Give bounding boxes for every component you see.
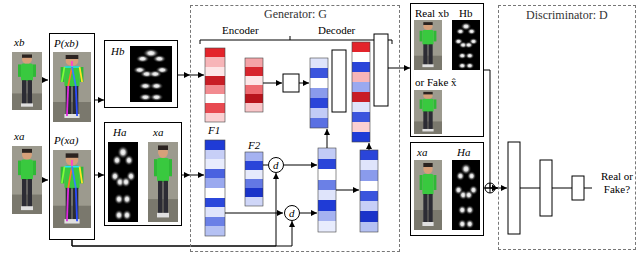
feature-stack [310,58,328,128]
heatmap [108,142,138,222]
connector-arrow [484,188,498,189]
node-text: Hb [459,7,472,20]
feature-stack [360,150,378,232]
heatmap [452,160,480,230]
connector-arrow [72,173,276,246]
label-text: xb [14,36,24,49]
node-text: Hb [111,45,124,58]
target-box: Real xb Hb or Fake x̂ [410,3,484,137]
node-text: d [273,159,279,172]
node-text: P(xa) [54,134,78,147]
heatmap [452,20,480,70]
disc-layer [540,160,552,216]
feature-stack [318,148,336,232]
flow-arrow [498,188,507,189]
input-arrow [42,80,48,81]
flow-line [552,188,572,189]
label-text: Real or Fake? [595,170,639,196]
decoder-layer [374,34,388,106]
heatmap [130,46,172,102]
feature-stack [245,58,263,112]
pose-photo [53,52,91,122]
deform-circle: d [268,157,284,173]
feature-stack [205,140,225,236]
node-text: d [289,207,295,220]
label-text: Encoder [222,24,259,37]
node-text: P(xb) [54,37,78,50]
label-text: Decoder [318,24,355,37]
flow-arrow [284,165,317,166]
node-text: Ha [457,146,470,159]
flow-arrow [299,83,309,84]
flow-arrow [300,213,317,214]
node-text: or Fake x̂ [415,76,457,89]
connector-arrow [95,100,104,101]
discriminator-panel: Discriminator: D [498,5,636,250]
node-text: xa [417,146,427,159]
feature-stack [205,48,225,122]
label-text: xa [14,130,24,143]
pose-skeleton [62,160,82,221]
flow-arrow [225,213,283,214]
person-photo [414,90,442,134]
node-text: Ha [113,126,126,139]
flow-line [584,188,592,189]
panel-title: Discriminator: D [526,9,608,22]
connector-arrow [72,221,292,246]
person-photo [12,52,42,110]
connector-arrow [182,175,190,176]
flow-line [388,68,400,69]
feature-stack [245,152,263,206]
disc-layer [508,142,520,234]
disc-layer [572,176,584,200]
person-photo [148,142,178,222]
flow-arrow [336,190,359,191]
person-photo [414,20,442,70]
flow-arrow [190,75,204,76]
generator-panel: Generator: G d d [190,5,400,252]
flow-arrow [327,129,328,148]
person-photo [414,160,442,230]
bottleneck-box [283,74,299,92]
feature-stack [352,42,370,142]
connector-arrow [178,75,190,76]
panel-title: Generator: G [264,8,327,21]
node-text: xa [153,126,163,139]
decoder-layer [332,50,346,112]
connector-arrow [95,175,104,176]
connector-arrow [484,70,498,188]
condition-box: xa Ha [410,142,484,236]
input-arrow [42,180,48,181]
flow-arrow [263,83,282,84]
person-photo [12,146,42,214]
flow-line [520,188,540,189]
label-text: F2 [248,139,260,152]
node-text: Real xb [415,7,449,20]
connector-arrow [400,68,410,69]
pose-panel: P(xb) P(xa) [49,33,95,240]
condition-box: Ha xa [104,122,182,226]
pose-skeleton [62,61,82,116]
deform-circle: d [284,205,300,221]
flow-arrow [190,175,204,176]
pose-photo [53,150,91,228]
label-text: F1 [208,124,220,137]
flow-arrow [369,143,370,150]
heatmap-box: Hb [104,40,178,108]
